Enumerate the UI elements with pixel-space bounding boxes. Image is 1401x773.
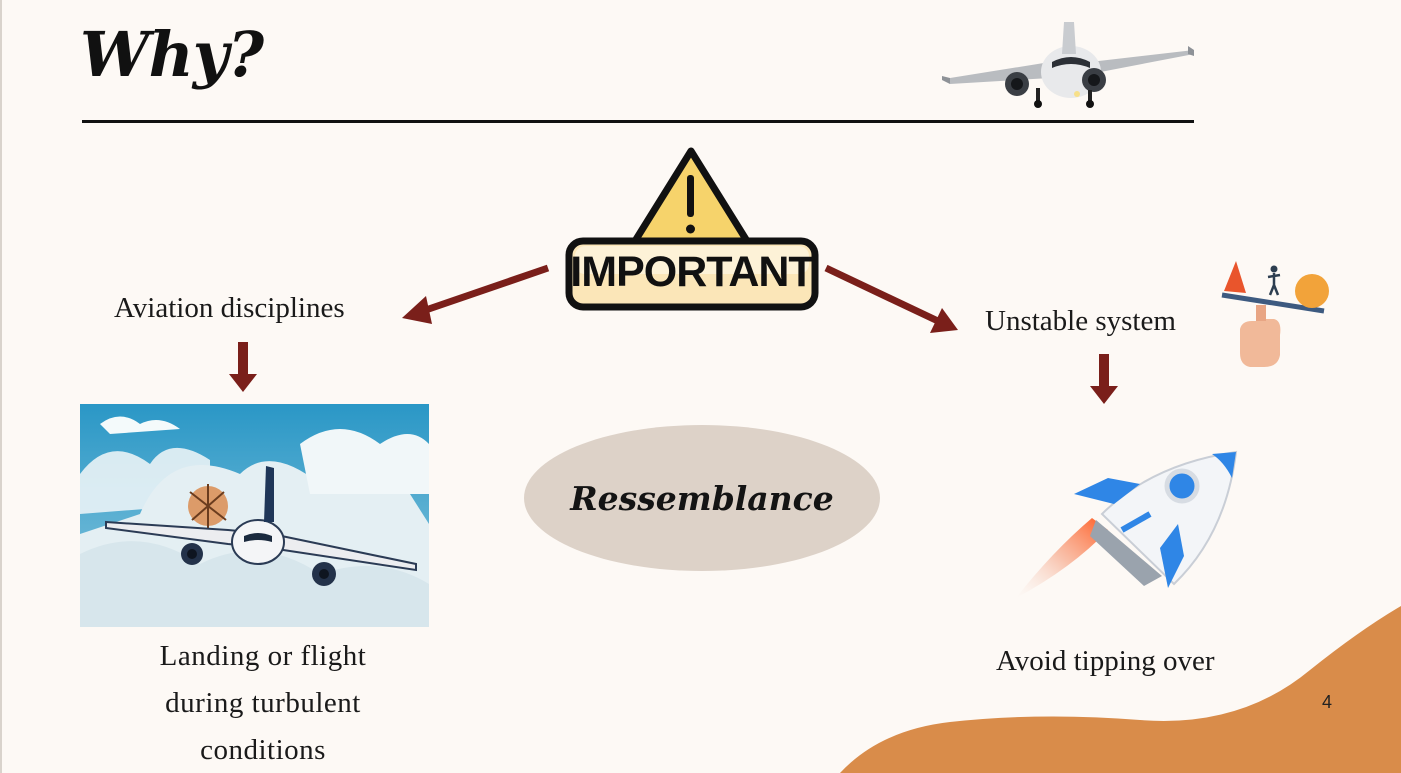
rocket-icon — [1016, 450, 1238, 598]
left-caption-line-1: Landing or flight — [159, 640, 367, 672]
resemblance-label: Ressemblance — [570, 478, 834, 518]
title-divider — [82, 120, 1194, 123]
airplane-photo-icon — [942, 22, 1194, 108]
page-number: 4 — [1322, 692, 1333, 712]
left-caption: Landing or flight during turbulent condi… — [120, 633, 406, 773]
unstable-system-label: Unstable system — [985, 305, 1176, 337]
turbulence-illustration — [80, 404, 429, 627]
aviation-disciplines-label: Aviation disciplines — [114, 292, 345, 324]
slide-left-border — [0, 0, 2, 773]
left-caption-line-2: during turbulent — [165, 687, 361, 719]
warning-triangle-icon — [565, 147, 819, 311]
decorative-wave — [840, 606, 1401, 773]
right-caption: Avoid tipping over — [996, 645, 1215, 677]
slide-title: Why? — [80, 18, 264, 91]
resemblance-ellipse: Ressemblance — [524, 425, 880, 571]
balance-hand-icon — [1221, 261, 1329, 367]
important-badge-label: IMPORTANT — [570, 248, 814, 296]
left-caption-line-3: conditions — [200, 734, 326, 766]
